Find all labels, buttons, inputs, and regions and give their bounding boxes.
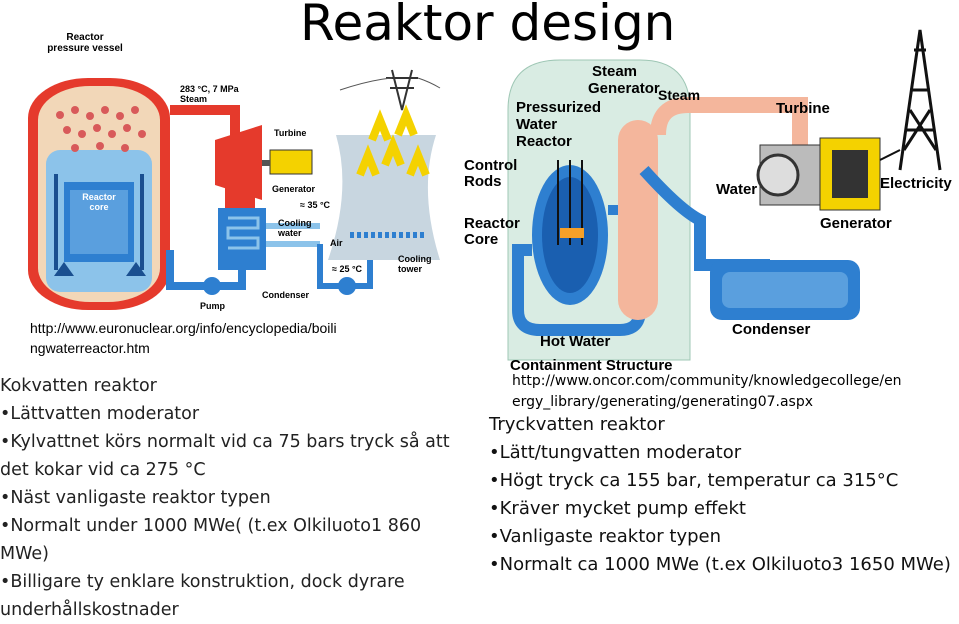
pwr-label-hot-water: Hot Water <box>540 333 610 350</box>
bwr-bullet: •Näst vanligaste reaktor typen <box>0 488 271 508</box>
pump-left-icon <box>203 277 221 295</box>
reactor-vessel <box>28 78 170 310</box>
pwr-label-steam: Steam <box>658 87 700 103</box>
pwr-label-generator: Generator <box>820 215 892 232</box>
pwr-heading: Tryckvatten reaktor <box>489 414 665 435</box>
pwr-label-water: Water <box>716 181 757 198</box>
pump-right-icon <box>338 277 356 295</box>
pwr-label-containment: Containment Structure <box>510 357 673 374</box>
pwr-source-url[interactable]: http://www.oncor.com/community/knowledge… <box>512 373 902 410</box>
bwr-label-temp35: ≈ 35 °C <box>300 200 331 210</box>
bwr-bullet: •Normalt under 1000 MWe( (t.ex Olkiluoto… <box>0 516 422 564</box>
pwr-bullet: •Vanligaste reaktor typen <box>489 526 722 547</box>
pwr-label-electricity: Electricity <box>880 175 952 192</box>
bwr-bullet: •Billigare ty enklare konstruktion, dock… <box>0 572 405 620</box>
bwr-label-generator: Generator <box>272 184 316 194</box>
bwr-label-condenser: Condenser <box>262 290 310 300</box>
pwr-bullet: •Högt tryck ca 155 bar, temperatur ca 31… <box>489 470 899 491</box>
pwr-label-condenser: Condenser <box>732 321 811 338</box>
steam-generator-shape <box>618 120 658 320</box>
bwr-source-url[interactable]: http://www.euronuclear.org/info/encyclop… <box>30 320 337 356</box>
pwr-label-turbine: Turbine <box>776 100 830 117</box>
bwr-label-temp25: ≈ 25 °C <box>332 264 363 274</box>
bwr-label-pump: Pump <box>200 301 226 311</box>
bwr-heading: Kokvatten reaktor <box>0 376 157 396</box>
pwr-text-block: Tryckvatten reaktor •Lätt/tungvatten mod… <box>489 411 959 579</box>
pwr-power-pylon-icon <box>898 29 942 171</box>
power-pylon-icon <box>386 69 418 111</box>
bwr-bullet: •Lättvatten moderator <box>0 404 200 424</box>
steam-pipe <box>170 105 240 140</box>
slide-title: Reaktor design <box>300 0 676 52</box>
pwr-bullet: •Lätt/tungvatten moderator <box>489 442 742 463</box>
bwr-text-block: Kokvatten reaktor •Lättvatten moderator … <box>0 372 470 624</box>
bwr-label-turbine: Turbine <box>274 128 306 138</box>
pwr-bullet: •Kräver mycket pump effekt <box>489 498 746 519</box>
bwr-label-air: Air <box>330 238 343 248</box>
cooling-tower-shape <box>328 135 440 260</box>
pwr-bullet: •Normalt ca 1000 MWe (t.ex Olkiluoto3 16… <box>489 554 951 575</box>
bwr-bullet: •Kylvattnet körs normalt vid ca 75 bars … <box>0 432 450 480</box>
generator-shape <box>269 149 313 175</box>
